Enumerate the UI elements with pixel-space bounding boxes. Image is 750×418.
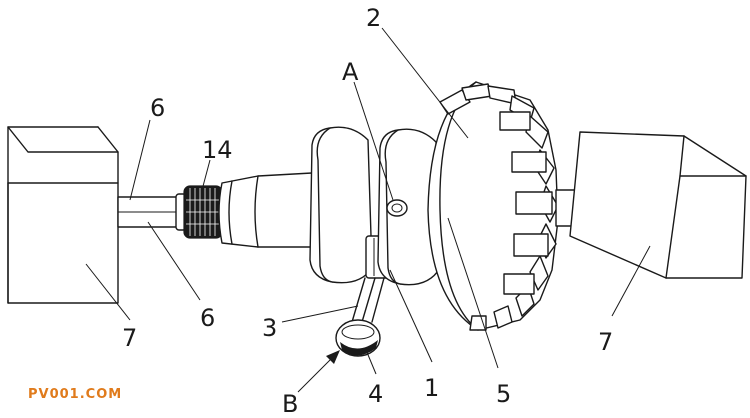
- lower-rod: [351, 277, 385, 323]
- callout-labels: 6 6 7 14 A 2 5 1 3 4 B 7: [122, 4, 613, 418]
- label-6-top: 6: [150, 94, 165, 122]
- leader-lines: [85, 27, 651, 375]
- gear-slots: [499, 111, 553, 295]
- element-a: [386, 199, 408, 217]
- lower-ball: [335, 319, 381, 357]
- label-a: A: [342, 58, 359, 86]
- left-disc: [309, 126, 373, 284]
- label-1: 1: [424, 374, 439, 402]
- label-7-right: 7: [598, 328, 613, 356]
- right-disc: [377, 128, 441, 286]
- label-7-left: 7: [122, 324, 137, 352]
- label-14: 14: [202, 136, 233, 164]
- watermark: PV001.COM: [28, 387, 122, 402]
- label-2: 2: [366, 4, 381, 32]
- left-shaft: [117, 196, 181, 228]
- label-b: B: [282, 390, 298, 418]
- right-block: [569, 131, 747, 279]
- left-block: [7, 126, 119, 304]
- label-6-bottom: 6: [200, 304, 215, 332]
- arrow-b: [297, 350, 340, 393]
- toothed-wheel: [427, 81, 559, 331]
- label-3: 3: [262, 314, 277, 342]
- threaded-coupling: [175, 185, 223, 239]
- label-4: 4: [368, 380, 383, 408]
- label-5: 5: [496, 380, 511, 408]
